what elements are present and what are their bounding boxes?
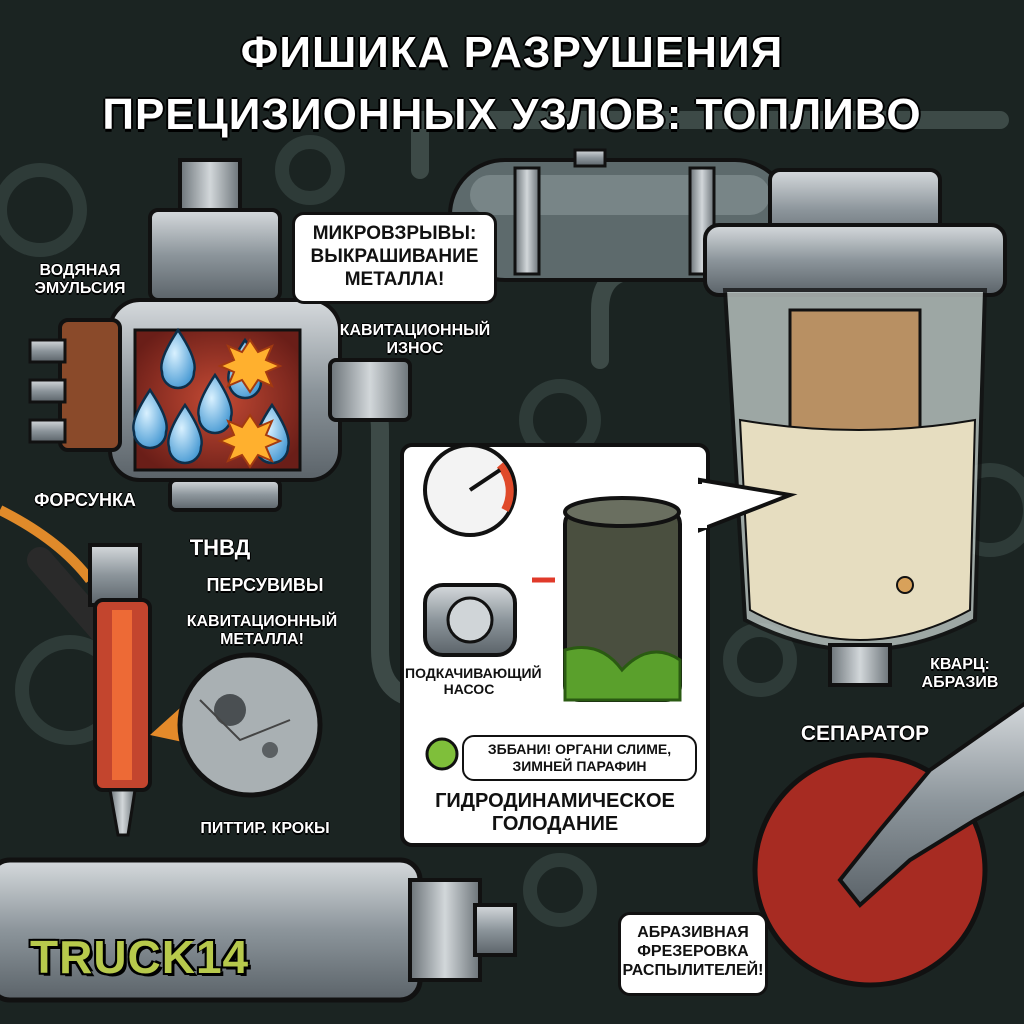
separator-unit (703, 168, 1007, 687)
transfer-pump-label: ПОДКАЧИВАЮЩИЙ НАСОС (405, 665, 542, 698)
slime-bubble: ЗББАНИ! ОРГАНИ СЛИМЕ, ЗИМНЕЙ ПАРАФИН (462, 735, 697, 781)
separator-label: СЕПАРАТОР (800, 722, 930, 745)
pump-name-label: ТНВД (189, 535, 251, 560)
cavitation-wear-label: КАВИТАЦИОННЫЙ ИЗНОС (339, 322, 491, 358)
abrasive-bubble: АБРАЗИВНАЯ ФРЕЗЕРОВКА РАСПЫЛИТЕЛЕЙ! (618, 912, 768, 996)
starvation-title: ГИДРОДИНАМИЧЕСКОЕ ГОЛОДАНИЕ (435, 790, 675, 835)
quartz-label: КВАРЦ: АБРАЗИВ (921, 656, 999, 692)
fuel-rail (0, 857, 517, 1003)
explosion-icon (217, 338, 283, 469)
title-line-2: ПРЕЦИЗИОННЫХ УЗЛОВ: ТОПЛИВО (102, 90, 922, 139)
microexplosion-bubble: МИКРОВЗРЫВЫ: ВЫКРАШИВАНИЕ МЕТАЛЛА! (292, 212, 497, 304)
title-line-1: ФИШИКА РАЗРУШЕНИЯ (240, 28, 784, 77)
injector-label-2: КАВИТАЦИОННЫЙ МЕТАЛЛА! (186, 613, 338, 649)
injector-label-1: ПЕРСУВИВЫ (206, 575, 324, 595)
truck14-logo: TRUCK14 (30, 931, 250, 983)
pitting-magnifier (150, 652, 323, 798)
pitting-label: ПИТТИР. КРОКЫ (200, 820, 330, 837)
nozzle-closeup (752, 701, 1024, 988)
injector-label: ФОРСУНКА (34, 490, 136, 510)
water-emulsion-label: ВОДЯНАЯ ЭМУЛЬСИЯ (34, 262, 126, 298)
injector (0, 505, 152, 837)
